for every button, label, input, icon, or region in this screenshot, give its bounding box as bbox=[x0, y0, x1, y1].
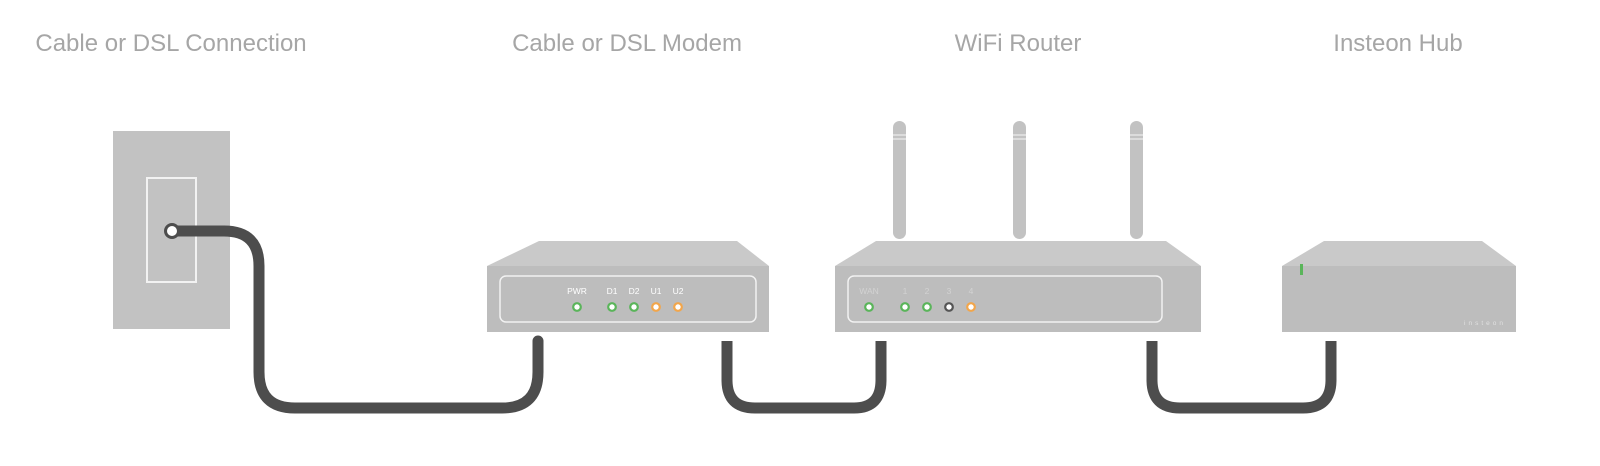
hub-front bbox=[1282, 266, 1516, 332]
modem-label-u2: U2 bbox=[673, 286, 684, 296]
modem-front bbox=[487, 266, 769, 332]
wifi-router: WAN 1 2 3 4 bbox=[835, 121, 1201, 332]
router-antennas bbox=[893, 121, 1143, 239]
modem-label-d1: D1 bbox=[607, 286, 618, 296]
hub-brand-mark: insteon bbox=[1464, 320, 1506, 327]
insteon-hub: insteon bbox=[1282, 241, 1516, 332]
caption-modem: Cable or DSL Modem bbox=[512, 30, 742, 57]
modem-led-u1 bbox=[651, 302, 661, 312]
router-label-3: 3 bbox=[947, 286, 952, 296]
router-led-4 bbox=[966, 302, 976, 312]
antenna-middle bbox=[1013, 121, 1026, 239]
caption-connection: Cable or DSL Connection bbox=[35, 30, 307, 57]
cable-modem-to-router bbox=[721, 341, 887, 414]
hub-status-light bbox=[1300, 264, 1303, 275]
router-led-2 bbox=[922, 302, 932, 312]
modem-label-u1: U1 bbox=[651, 286, 662, 296]
cables bbox=[166, 225, 1337, 414]
modem-label-pwr: PWR bbox=[567, 286, 587, 296]
modem-led-d1 bbox=[607, 302, 617, 312]
router-led-group: WAN 1 2 3 4 bbox=[859, 286, 976, 312]
hub-top bbox=[1282, 241, 1516, 266]
router-top bbox=[835, 241, 1201, 266]
router-led-wan bbox=[864, 302, 874, 312]
cable-wall-to-modem bbox=[166, 225, 544, 414]
antenna-right bbox=[1130, 121, 1143, 239]
router-led-3 bbox=[944, 302, 954, 312]
modem-led-u2 bbox=[673, 302, 683, 312]
router-label-1: 1 bbox=[903, 286, 908, 296]
caption-hub: Insteon Hub bbox=[1333, 30, 1463, 57]
modem-led-d2 bbox=[629, 302, 639, 312]
modem-led-group: PWR D1 D2 U1 U2 bbox=[567, 286, 684, 312]
router-led-1 bbox=[900, 302, 910, 312]
cable-router-to-hub bbox=[1146, 341, 1337, 414]
modem-led-pwr bbox=[572, 302, 582, 312]
caption-router: WiFi Router bbox=[954, 30, 1082, 57]
modem-label-d2: D2 bbox=[629, 286, 640, 296]
router-panel bbox=[847, 275, 1163, 323]
modem-panel bbox=[499, 275, 757, 323]
cable-modem: PWR D1 D2 U1 U2 bbox=[487, 241, 769, 332]
router-label-4: 4 bbox=[969, 286, 974, 296]
antenna-left bbox=[893, 121, 906, 239]
coax-connector bbox=[164, 223, 180, 239]
router-label-wan: WAN bbox=[859, 286, 879, 296]
modem-top bbox=[487, 241, 769, 266]
antenna-bands bbox=[893, 134, 1143, 140]
router-front bbox=[835, 266, 1201, 332]
router-label-2: 2 bbox=[925, 286, 930, 296]
